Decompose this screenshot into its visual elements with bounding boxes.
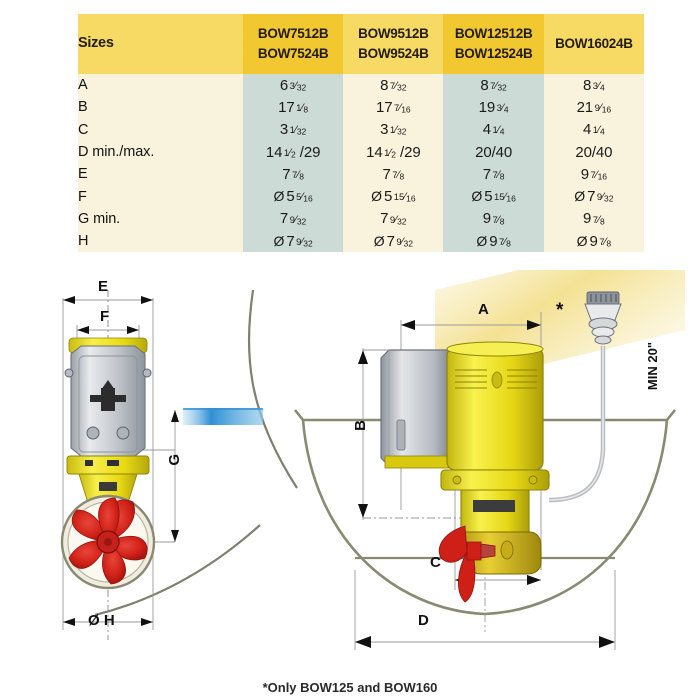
row-label: F (78, 185, 243, 208)
column-header-line2: BOW7524B (257, 46, 329, 61)
hull-curve-left (94, 289, 298, 617)
column-header-bow160: BOW16024B (543, 14, 644, 74)
row-label: D min./max. (78, 140, 243, 164)
dimension-label-c: C (430, 554, 441, 571)
table-cell: 20/40 (443, 140, 544, 164)
row-label: G min. (78, 207, 243, 231)
waterline-indicator (183, 408, 263, 425)
dimension-label-g: G (166, 454, 183, 466)
propeller-front (60, 494, 156, 590)
sizes-table: Sizes BOW7512B BOW7524B BOW9512B BOW9524… (78, 14, 644, 253)
row-label: B (78, 96, 243, 119)
asterisk-marker: * (556, 300, 564, 321)
column-header-line1: BOW12512B (454, 26, 533, 42)
mounting-flange (440, 469, 550, 491)
thruster-front-assembly (64, 337, 152, 507)
control-box (380, 349, 452, 469)
row-label: A (78, 74, 243, 97)
manufacturer-emblem (90, 380, 126, 411)
column-header-line2: BOW12524B (454, 46, 533, 61)
cable-and-connector (548, 291, 622, 503)
column-header-line1: BOW7512B (257, 26, 329, 42)
min-depth-label: MIN 20" (645, 342, 660, 391)
dimension-label-b: B (352, 420, 369, 431)
table-title-sizes: Sizes (78, 14, 243, 74)
connector-head (584, 291, 622, 345)
motor-cooling-fins (455, 369, 537, 389)
dimension-label-e: E (98, 278, 109, 295)
column-header-bow95: BOW9512B BOW9524B (343, 14, 444, 74)
table-cell: 20/40 (543, 140, 644, 164)
row-label: E (78, 163, 243, 186)
dimension-arrowheads-side (355, 320, 615, 648)
column-header-bow75: BOW7512B BOW7524B (242, 14, 344, 74)
dimension-label-d: D (418, 612, 429, 629)
side-view-diagram (293, 270, 685, 650)
dimension-label-a: A (478, 301, 489, 318)
column-header-line2: BOW16024B (555, 36, 633, 52)
dimension-label-f: F (100, 308, 110, 325)
row-label: C (78, 118, 243, 141)
diagram-area: E F G Ø H (0, 262, 700, 700)
table-header: Sizes BOW7512B BOW7524B BOW9512B BOW9524… (78, 14, 644, 74)
column-header-line2: BOW9524B (358, 46, 429, 61)
front-view-diagram (60, 289, 298, 640)
column-header-line1: BOW9512B (358, 26, 429, 42)
propeller-side (439, 525, 496, 603)
electric-motor (446, 341, 544, 471)
dimension-label-h: Ø H (88, 612, 115, 629)
column-header-bow125: BOW12512B BOW12524B (443, 14, 544, 74)
table-header-row: Sizes BOW7512B BOW7524B BOW9512B BOW9524… (78, 14, 644, 74)
footnote-text: *Only BOW125 and BOW160 (262, 680, 438, 695)
row-label: H (78, 230, 243, 253)
dimension-arrowheads-front (63, 296, 179, 626)
specifications-table: Sizes BOW7512B BOW7524B BOW9512B BOW9524… (78, 14, 644, 253)
